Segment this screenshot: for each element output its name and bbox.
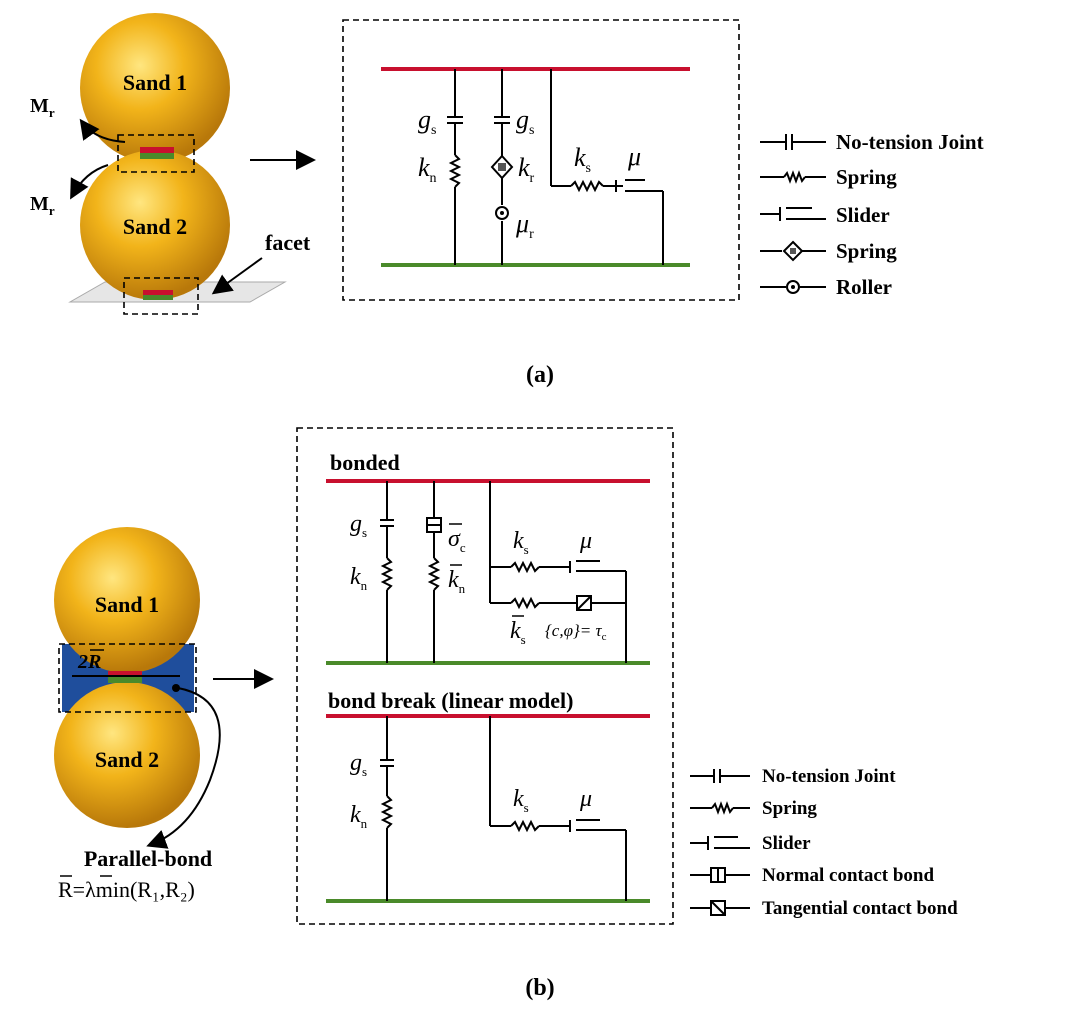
mu-label-break: μ [579,786,592,812]
sand-2-sphere [80,150,230,300]
sand-1-label: Sand 1 [123,70,187,95]
mu-label-a: μ [627,142,641,171]
moment-label-bottom: Mr [30,193,55,218]
kn-label-bonded: kn [350,564,368,593]
bond-break-heading: bond break (linear model) [328,688,574,713]
parallel-bond-label: Parallel-bond [84,846,212,871]
panel-a: Sand 1 Sand 2 Mr Mr facet [30,13,984,388]
gs-label-break: gs [350,750,367,779]
panel-b: Sand 1 Sand 2 2R Parallel-bond R=λmin(R₁… [54,427,958,1001]
panel-a-circuit-box [342,19,740,301]
gs-label-a: gs [418,105,436,138]
parallel-bond-formula: R=λmin(R₁,R₂) [58,877,195,902]
mu-label-bonded: μ [579,528,592,554]
kr-label-a: kr [518,153,535,186]
two-r-label: 2R [77,651,101,673]
roller-mur-a [495,206,509,220]
facet-arrow [211,257,263,295]
legend-b-item-0: No-tension Joint [762,766,896,787]
moment-label-top: Mr [30,95,55,120]
legend-a-roller-icon [760,280,826,294]
sand-1-sphere [80,13,230,163]
legend-a-joint-icon [760,134,826,150]
parallel-bond-arrow [146,687,221,849]
legend-a-item-3: Spring [836,239,897,263]
legend-b-normal-bond-icon [690,867,750,883]
moment-arrow-top [79,118,126,143]
legend-b-item-1: Spring [762,798,817,819]
bond-bar-red [108,671,142,677]
branch-shear-a [550,69,664,265]
legend-b: No-tension Joint Spring Slider Normal [690,766,958,919]
moment-arrow-bottom [70,164,109,200]
bond-box [58,643,197,713]
spring-kn-a [448,154,462,188]
branch-normal-bonded [380,481,394,663]
kn-label-a: kn [418,153,437,186]
legend-b-item-3: Normal contact bond [762,865,934,886]
contact-box [117,134,195,173]
sand-2-label: Sand 2 [123,214,187,239]
branch-shear-break [489,716,627,901]
caption-a: (a) [526,362,554,388]
bond-bar-green [108,677,142,683]
branch-rolling-a [490,69,514,265]
ks-label-bonded: ks [513,528,529,557]
legend-a-rot-spring-icon [760,240,826,262]
bonded-heading: bonded [330,450,400,475]
spring-ks-a [570,179,604,193]
legend-b-tangential-bond-icon [690,900,750,916]
legend-b-item-2: Slider [762,833,811,854]
legend-b-item-4: Tangential contact bond [762,898,958,919]
sand-2-label-b: Sand 2 [95,747,159,772]
contact-bar-red [140,147,174,153]
sigma-label: σc [448,526,466,555]
legend-a-slider-icon [760,207,826,221]
gs2-label-a: gs [516,105,534,138]
gs-label-bonded: gs [350,511,367,540]
legend-b-spring-icon [690,801,750,815]
sand-1-label-b: Sand 1 [95,592,159,617]
ksbar-label: ks [510,618,526,647]
legend-b-slider-icon [690,836,750,850]
ks-label-a: ks [574,143,591,176]
branch-shear-bonded [489,481,627,663]
legend-a-spring-icon [760,170,826,184]
caption-b: (b) [525,975,554,1001]
legend-a-item-1: Spring [836,165,897,189]
kn-label-break: kn [350,802,368,831]
legend-a-item-0: No-tension Joint [836,130,984,154]
branch-normal-a [447,69,463,265]
facet-bar-green [143,295,173,300]
facet-bar-red [143,290,173,295]
mur-label-a: μr [515,209,534,242]
facet-box [123,277,199,315]
legend-b-joint-icon [690,769,750,783]
legend-a: No-tension Joint Spring Slider Spring [760,130,984,299]
branch-normal-break [380,716,394,901]
knbar-label: kn [448,567,466,596]
legend-a-item-2: Slider [836,203,890,227]
facet-label: facet [265,230,311,255]
panel-b-circuit-box [296,427,674,925]
contact-bar-green [140,153,174,159]
ks-label-break: ks [513,786,529,815]
branch-normal-bond [426,481,442,663]
cphi-label: {c,φ}= τc [545,621,607,643]
sand-2-sphere-b [54,682,200,828]
sand-1-sphere-b [54,527,200,673]
legend-a-item-4: Roller [836,275,892,299]
